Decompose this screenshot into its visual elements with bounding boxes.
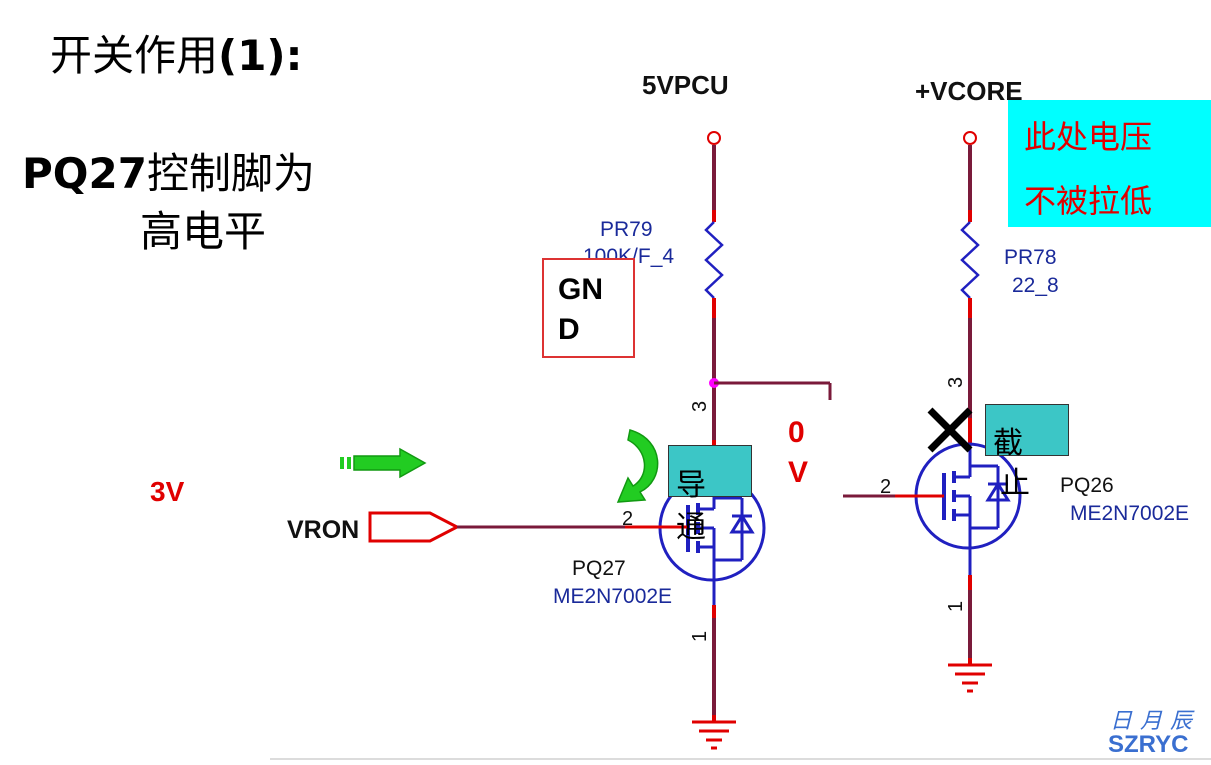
off-label-line2: 止 [1000,466,1030,501]
resistor-pr79-name: PR79 [600,218,653,241]
on-label-box [668,445,752,497]
cross-mark-icon [927,407,973,453]
vron-port [368,511,461,543]
pin-3-right: 3 [945,377,967,388]
gnd-line1: GN [558,273,603,306]
resistor-pr78-value: 22_8 [1012,274,1059,297]
ground-symbol-left [692,720,736,750]
resistor-pr78-name: PR78 [1004,246,1057,269]
voltage-note-line1: 此处电压 [1024,118,1153,156]
watermark-cn: 日月辰 [1110,709,1201,734]
net-label-vron: VRON [287,516,360,544]
pin-1-left: 1 [689,631,711,642]
net-label-vcore: +VCORE [915,76,1023,106]
mosfet-pq26-part: ME2N7002E [1070,502,1190,525]
off-label-box [985,404,1069,456]
mosfet-pq26-name: PQ26 [1060,474,1114,497]
control-note-line1: PQ27控制脚为 [22,149,315,198]
control-note-line2: 高电平 [140,207,267,256]
ground-symbol-right [948,663,992,693]
pin-3-left: 3 [689,401,711,412]
green-curved-arrow-icon [616,429,659,503]
on-label-line2: 通 [676,510,706,545]
gnd-annotation-box: GN D [542,258,635,358]
slide-title: 开关作用(1): [50,31,303,80]
net-label-5vpcu: 5VPCU [642,70,729,100]
node-voltage-line1: 0 [788,416,805,449]
resistor-pr78 [960,221,980,299]
right-rail-wire [963,131,977,222]
on-label-line1: 导 [676,468,706,503]
mosfet-pq27-name: PQ27 [572,557,626,580]
watermark-en: SZRYC [1108,731,1189,758]
resistor-pr79 [704,221,724,299]
node-voltage-line2: V [788,456,809,489]
off-label-line1: 截 [993,426,1023,461]
gnd-line2: D [558,313,580,346]
pin-2-right: 2 [880,476,891,498]
voltage-note-box [1008,100,1211,227]
pin-1-right: 1 [945,601,967,612]
pin-2-left: 2 [622,508,633,530]
green-arrow-right-icon [340,447,427,479]
left-rail-wire [707,131,721,222]
mosfet-pq27-part: ME2N7002E [553,585,673,608]
voltage-note-line2: 不被拉低 [1024,182,1153,220]
input-voltage-label: 3V [150,476,185,507]
bottom-divider [270,758,1211,760]
